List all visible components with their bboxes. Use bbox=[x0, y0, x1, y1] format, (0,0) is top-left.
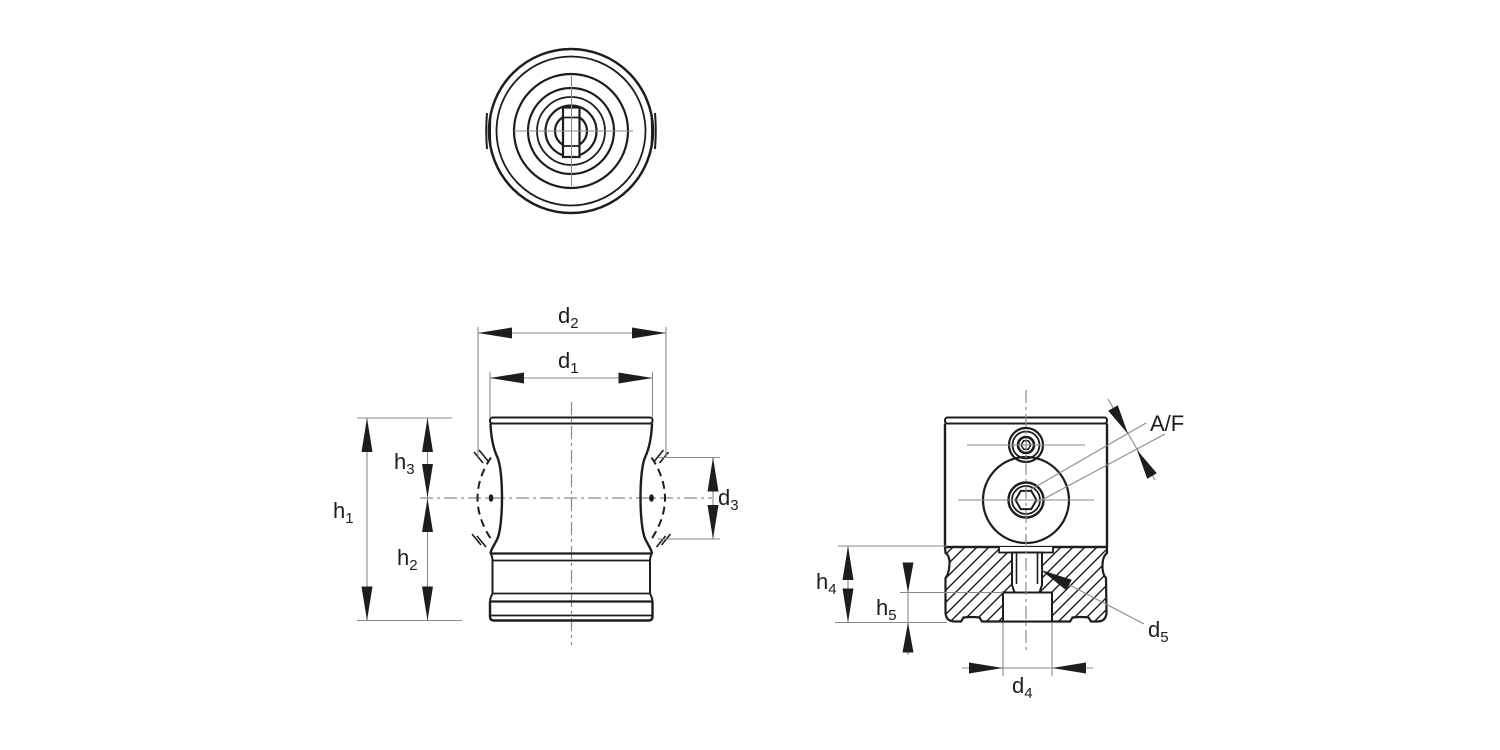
dim-label-h4: h4 bbox=[816, 569, 837, 598]
arrowhead bbox=[969, 662, 1003, 674]
arrowhead bbox=[422, 418, 433, 452]
arrowhead bbox=[902, 562, 914, 593]
arrowhead bbox=[1108, 405, 1128, 434]
right-flat bbox=[654, 112, 657, 150]
washer-seat bbox=[999, 547, 1053, 553]
arrowhead bbox=[478, 327, 512, 339]
side-section-view: A/F h4 h5 d4 bbox=[816, 390, 1184, 702]
right-sphere-dashed-arc bbox=[650, 456, 666, 540]
dim-d4: d4 bbox=[962, 623, 1093, 702]
left-recess-center-dot bbox=[488, 494, 494, 502]
arrowhead bbox=[422, 586, 433, 621]
dim-h2: h2 bbox=[397, 498, 433, 621]
dim-d3: d3 bbox=[658, 456, 739, 540]
right-recess-center-dot bbox=[649, 494, 654, 502]
right-silhouette-recess bbox=[639, 423, 654, 554]
dim-label-h1: h1 bbox=[333, 498, 354, 527]
dim-h5: h5 bbox=[876, 562, 1003, 655]
dim-label-h5: h5 bbox=[876, 595, 897, 624]
dim-label-d1: d1 bbox=[558, 348, 579, 377]
arrowhead bbox=[902, 622, 914, 653]
arrowhead bbox=[1052, 662, 1086, 674]
dim-label-d5: d5 bbox=[1148, 617, 1169, 646]
left-flat bbox=[485, 112, 488, 150]
arrowhead bbox=[842, 546, 854, 580]
dim-label-d2: d2 bbox=[558, 303, 579, 332]
top-cap bbox=[489, 416, 654, 425]
dim-label-af: A/F bbox=[1150, 411, 1184, 436]
rim-inner-circle bbox=[495, 55, 647, 207]
dim-label-h3: h3 bbox=[394, 449, 415, 478]
arrowhead bbox=[422, 498, 433, 532]
dim-h1: h1 bbox=[333, 417, 462, 622]
arrowhead bbox=[618, 372, 653, 384]
arrowhead bbox=[490, 372, 524, 384]
right-flat-inner bbox=[650, 114, 653, 148]
dim-h4: h4 bbox=[816, 545, 947, 624]
dim-label-h2: h2 bbox=[397, 545, 418, 574]
front-view: d2 d1 h1 h3 bbox=[333, 303, 739, 645]
counterbore-cavity bbox=[1003, 592, 1052, 622]
left-flat-inner bbox=[489, 114, 492, 148]
arrowhead bbox=[842, 588, 854, 623]
dim-h3: h3 bbox=[394, 418, 433, 498]
arrowhead bbox=[1041, 570, 1072, 591]
arrowhead bbox=[707, 505, 719, 539]
base-rings bbox=[488, 552, 654, 622]
arrowhead bbox=[422, 464, 433, 498]
dim-d2: d2 bbox=[477, 303, 667, 457]
dim-af: A/F bbox=[1029, 398, 1184, 503]
arrowhead bbox=[361, 586, 373, 621]
front-body bbox=[471, 416, 672, 622]
dim-d5: d5 bbox=[1040, 569, 1169, 646]
counterbore-outline bbox=[1002, 591, 1053, 622]
dim-d1: d1 bbox=[489, 348, 654, 417]
dim-label-d3: d3 bbox=[718, 485, 739, 514]
arrowhead bbox=[1137, 450, 1157, 479]
top-view bbox=[485, 47, 657, 215]
arrowhead bbox=[361, 418, 373, 452]
dim-label-d4: d4 bbox=[1012, 673, 1033, 702]
left-sphere-dashed-arc bbox=[476, 456, 492, 540]
arrowhead bbox=[632, 327, 666, 339]
arrowhead bbox=[707, 457, 719, 492]
left-silhouette-recess bbox=[489, 423, 504, 554]
